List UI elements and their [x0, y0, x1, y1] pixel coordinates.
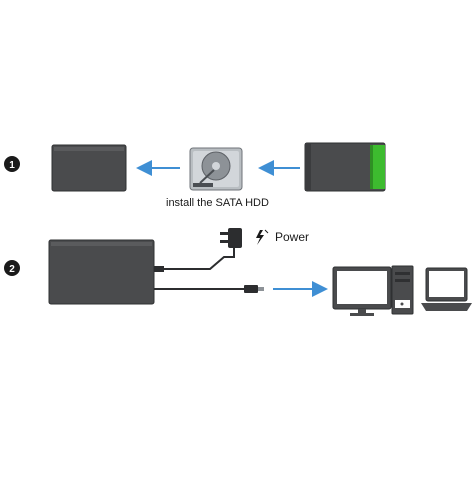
usb-plug-icon: [244, 285, 264, 293]
power-adapter-icon: [220, 228, 242, 248]
svg-text:1: 1: [9, 160, 15, 171]
step-2-badge: 2: [4, 260, 20, 276]
svg-text:2: 2: [9, 264, 15, 275]
desktop-computer-icon: [332, 265, 414, 316]
step-1-badge: 1: [4, 156, 20, 172]
closed-enclosure: [51, 144, 127, 192]
power-label: Power: [275, 230, 310, 244]
open-enclosure: [304, 142, 386, 192]
hard-disk-drive-icon: [189, 147, 243, 191]
laptop-icon: [421, 267, 472, 311]
power-cable: [154, 248, 235, 272]
hdd-enclosure: [48, 239, 155, 305]
step-1-caption: install the SATA HDD: [166, 197, 269, 209]
lightning-icon: [256, 229, 269, 245]
